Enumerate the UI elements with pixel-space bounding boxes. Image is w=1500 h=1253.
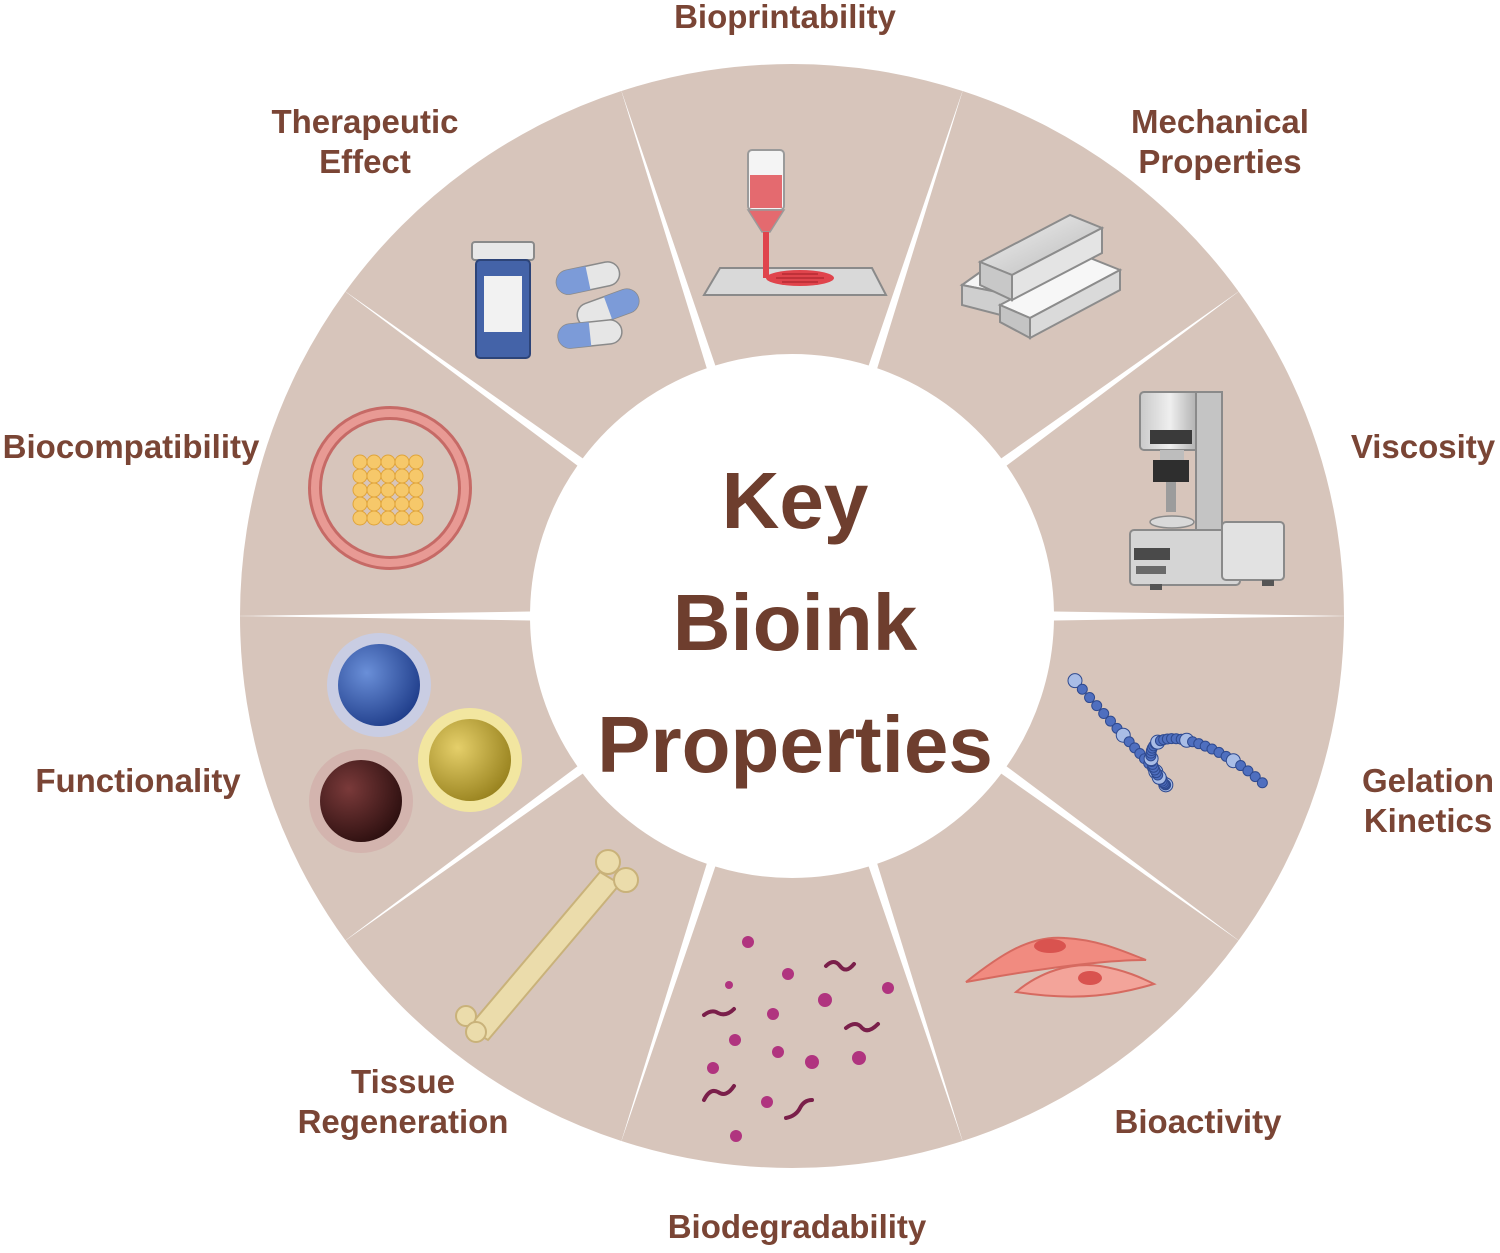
scaffold-sphere	[394, 482, 410, 498]
scaffold-sphere	[394, 454, 410, 470]
center-title: Key Bioink Properties	[545, 440, 1045, 806]
scaffold-sphere	[408, 454, 424, 470]
bone-icon	[455, 849, 639, 1043]
scaffold-sphere	[394, 468, 410, 484]
polymer-bead	[1256, 777, 1268, 789]
label-viscosity-line-1: Viscosity	[1350, 428, 1496, 465]
center-title-line-2: Bioink	[672, 578, 918, 667]
scaffold-sphere	[366, 482, 382, 498]
scaffold-sphere	[352, 454, 368, 470]
label-tissue-regeneration: Tissue Regeneration	[273, 1062, 533, 1142]
label-therapeutic-effect-line-2: Effect	[319, 143, 411, 180]
label-biodegradability: Biodegradability	[622, 1207, 972, 1247]
polymer-bead	[1084, 692, 1096, 704]
label-tissue-regeneration-line-1: Tissue	[351, 1063, 455, 1100]
cell-ring-scaffold-icon	[308, 406, 472, 570]
label-bioprintability: Bioprintability	[610, 0, 960, 37]
label-therapeutic-effect: Therapeutic Effect	[245, 102, 485, 182]
label-gelation-kinetics-line-2: Kinetics	[1363, 802, 1493, 839]
label-biodegradability-line-1: Biodegradability	[667, 1208, 927, 1245]
label-mechanical-properties-line-1: Mechanical	[1131, 103, 1309, 140]
polymer-bead	[1098, 708, 1110, 720]
pill-bottle-capsules-icon	[471, 241, 640, 359]
scaffold-sphere	[408, 496, 424, 512]
scaffold-sphere	[366, 510, 382, 526]
scaffold-sphere	[380, 496, 396, 512]
label-functionality: Functionality	[18, 761, 258, 801]
scaffold-sphere	[366, 454, 382, 470]
bioprinter-nozzle-icon	[702, 149, 888, 296]
scaffold-sphere	[408, 468, 424, 484]
degradation-fragments-icon	[702, 936, 894, 1142]
polymer-chain-icon	[1067, 673, 1268, 793]
scaffold-sphere	[366, 468, 382, 484]
polymer-bead	[1249, 771, 1261, 783]
label-bioactivity-line-1: Bioactivity	[1114, 1103, 1282, 1140]
label-biocompatibility-line-1: Biocompatibility	[2, 428, 260, 465]
label-therapeutic-effect-line-1: Therapeutic	[271, 103, 459, 140]
label-gelation-kinetics: Gelation Kinetics	[1356, 761, 1500, 841]
scaffold-sphere	[352, 468, 368, 484]
center-title-line-1: Key	[721, 456, 869, 545]
polymer-bead	[1067, 673, 1083, 689]
scaffold-sphere	[380, 468, 396, 484]
label-mechanical-properties: Mechanical Properties	[1090, 102, 1350, 182]
scaffold-sphere	[352, 482, 368, 498]
scaffold-sphere	[380, 482, 396, 498]
scaffold-sphere	[394, 496, 410, 512]
center-title-line-3: Properties	[597, 700, 993, 789]
metal-ingots-icon	[959, 213, 1123, 340]
scaffold-sphere	[408, 510, 424, 526]
label-biocompatibility: Biocompatibility	[0, 427, 262, 467]
scaffold-sphere	[366, 496, 382, 512]
scaffold-sphere	[380, 510, 396, 526]
polymer-bead	[1076, 683, 1088, 695]
label-gelation-kinetics-line-1: Gelation	[1361, 762, 1495, 799]
scaffold-sphere	[380, 454, 396, 470]
polymer-bead	[1242, 765, 1254, 777]
cells-icon	[965, 936, 1157, 998]
label-viscosity: Viscosity	[1346, 427, 1500, 467]
spheres-icon	[309, 633, 522, 853]
label-functionality-line-1: Functionality	[35, 762, 241, 799]
label-tissue-regeneration-line-2: Regeneration	[297, 1103, 509, 1140]
label-bioprintability-line-1: Bioprintability	[674, 0, 896, 35]
segment-functionality	[240, 616, 578, 941]
scaffold-sphere	[352, 510, 368, 526]
scaffold-sphere	[394, 510, 410, 526]
polymer-bead	[1235, 760, 1247, 772]
label-mechanical-properties-line-2: Properties	[1138, 143, 1302, 180]
scaffold-sphere	[352, 496, 368, 512]
polymer-bead	[1104, 715, 1116, 727]
label-bioactivity: Bioactivity	[1098, 1102, 1298, 1142]
scaffold-sphere	[408, 482, 424, 498]
rheometer-icon	[1129, 391, 1285, 590]
polymer-bead	[1091, 700, 1103, 712]
